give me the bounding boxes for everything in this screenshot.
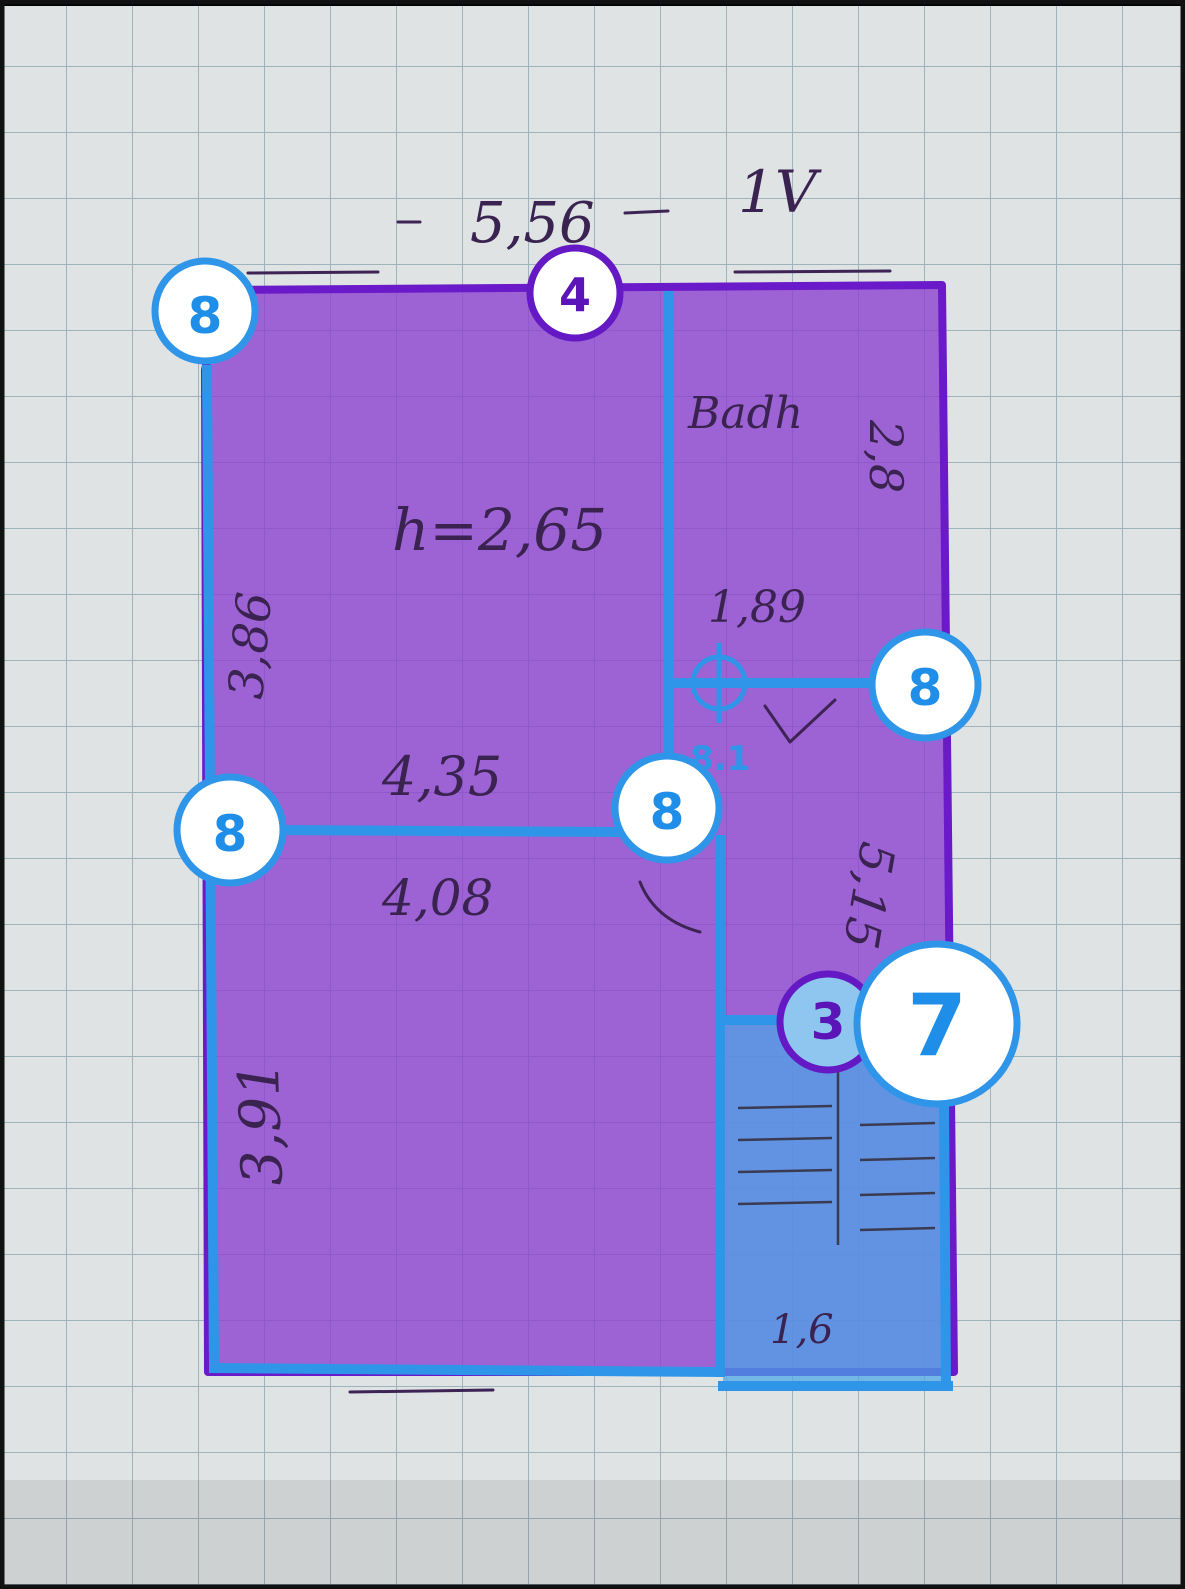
handle-top-mid[interactable]: 4 bbox=[526, 244, 624, 342]
handle-mid-right[interactable]: 8 bbox=[868, 628, 982, 742]
bathroom-label: Badh bbox=[687, 388, 803, 439]
dim-stair-width: 1,6 bbox=[770, 1307, 834, 1353]
dim-left-upper: 3,86 bbox=[218, 590, 283, 701]
dim-top-right: 2,8 bbox=[859, 419, 913, 493]
ink-line-top-left bbox=[246, 270, 380, 275]
segment-stair-right[interactable] bbox=[938, 1094, 952, 1391]
handle-top-left[interactable]: 8 bbox=[151, 257, 259, 365]
door-swing-1 bbox=[638, 880, 702, 934]
handle-junction[interactable]: 8 bbox=[611, 752, 723, 864]
svg-text:8: 8 bbox=[188, 287, 223, 345]
dim-mid-lower: 4,08 bbox=[381, 869, 493, 927]
svg-text:3: 3 bbox=[811, 993, 846, 1051]
svg-text:8: 8 bbox=[213, 805, 248, 863]
ink-line-top-right bbox=[733, 269, 892, 274]
handle-stair-corner[interactable]: 7 bbox=[853, 940, 1021, 1108]
svg-text:8: 8 bbox=[908, 659, 943, 717]
segment-mid-horizontal[interactable] bbox=[269, 824, 624, 838]
svg-text:4: 4 bbox=[559, 268, 591, 322]
handle-left-mid[interactable]: 8 bbox=[173, 773, 287, 887]
stair-treads bbox=[737, 1060, 936, 1245]
door-swing-2 bbox=[763, 698, 837, 744]
stair-polygon[interactable] bbox=[723, 1020, 948, 1390]
crosshair-vertex[interactable] bbox=[679, 643, 759, 723]
segment-bottom-wall[interactable] bbox=[208, 1362, 726, 1378]
ink-dash-2 bbox=[623, 209, 670, 215]
dim-left-lower: 3,91 bbox=[227, 1060, 296, 1187]
ink-line-bottom bbox=[348, 1388, 495, 1394]
dim-bath-width: 1,89 bbox=[708, 582, 806, 633]
room-height-label: h=2,65 bbox=[392, 496, 607, 564]
svg-text:8: 8 bbox=[650, 783, 685, 841]
dim-mid-upper: 4,35 bbox=[381, 745, 502, 808]
photo-shadow-bottom bbox=[4, 1480, 1181, 1586]
note-variant: 1V bbox=[738, 158, 822, 226]
segment-lines[interactable] bbox=[201, 291, 953, 1391]
svg-text:7: 7 bbox=[907, 976, 967, 1076]
